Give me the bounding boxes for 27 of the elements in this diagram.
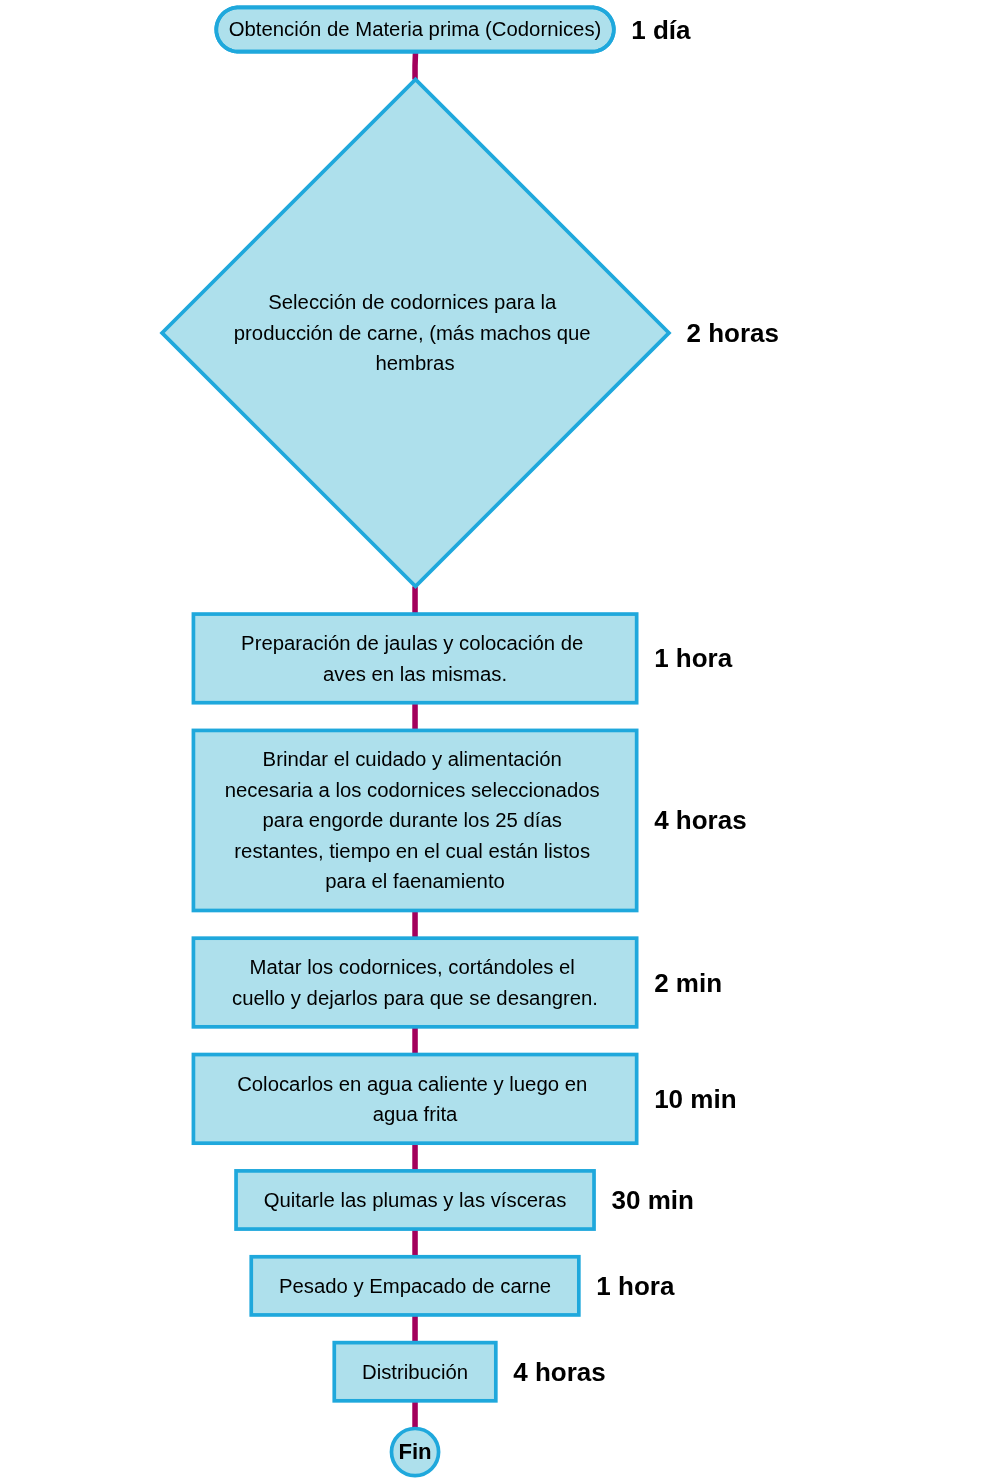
duration-label: 30 min <box>611 1184 694 1216</box>
connector <box>411 1314 418 1343</box>
connector <box>411 702 418 731</box>
connector <box>411 910 418 939</box>
node-box: Pesado y Empacado de carne <box>248 1254 581 1317</box>
node-box: Matar los codornices, cortándoles el cuello y dejarlos para que se desangren. <box>191 936 638 1029</box>
node-box: Quitarle las plumas y las vísceras <box>233 1169 596 1231</box>
duration-label: 2 horas <box>686 317 779 349</box>
duration-label: 1 hora <box>654 643 733 675</box>
node-circle: Fin <box>389 1426 440 1478</box>
duration-label: 4 horas <box>513 1356 606 1388</box>
duration-label: 1 día <box>631 14 691 46</box>
node-diamond: Selección de codornices para la producción de carne, (más machos que hembras <box>158 76 672 589</box>
duration-label: 2 min <box>654 967 723 999</box>
connector <box>411 1143 418 1171</box>
duration-label: 1 hora <box>596 1270 675 1302</box>
connector <box>411 52 418 80</box>
node-box: Distribución <box>331 1340 498 1403</box>
connector <box>411 1229 418 1257</box>
duration-label: 10 min <box>654 1083 737 1115</box>
node-box: Colocarlos en agua caliente y luego en agua frita <box>191 1052 638 1146</box>
node-box: Brindar el cuidado y alimentación necesaria a los codornices seleccionados para engorde durante los 25 días restantes, tiempo en el cual están listos para el faenamiento <box>191 728 638 913</box>
node-box: Preparación de jaulas y colocación de aves en las mismas. <box>191 612 638 705</box>
connector <box>411 1026 418 1055</box>
connector <box>411 1400 418 1429</box>
connector <box>411 586 418 615</box>
duration-label: 4 horas <box>654 805 747 837</box>
